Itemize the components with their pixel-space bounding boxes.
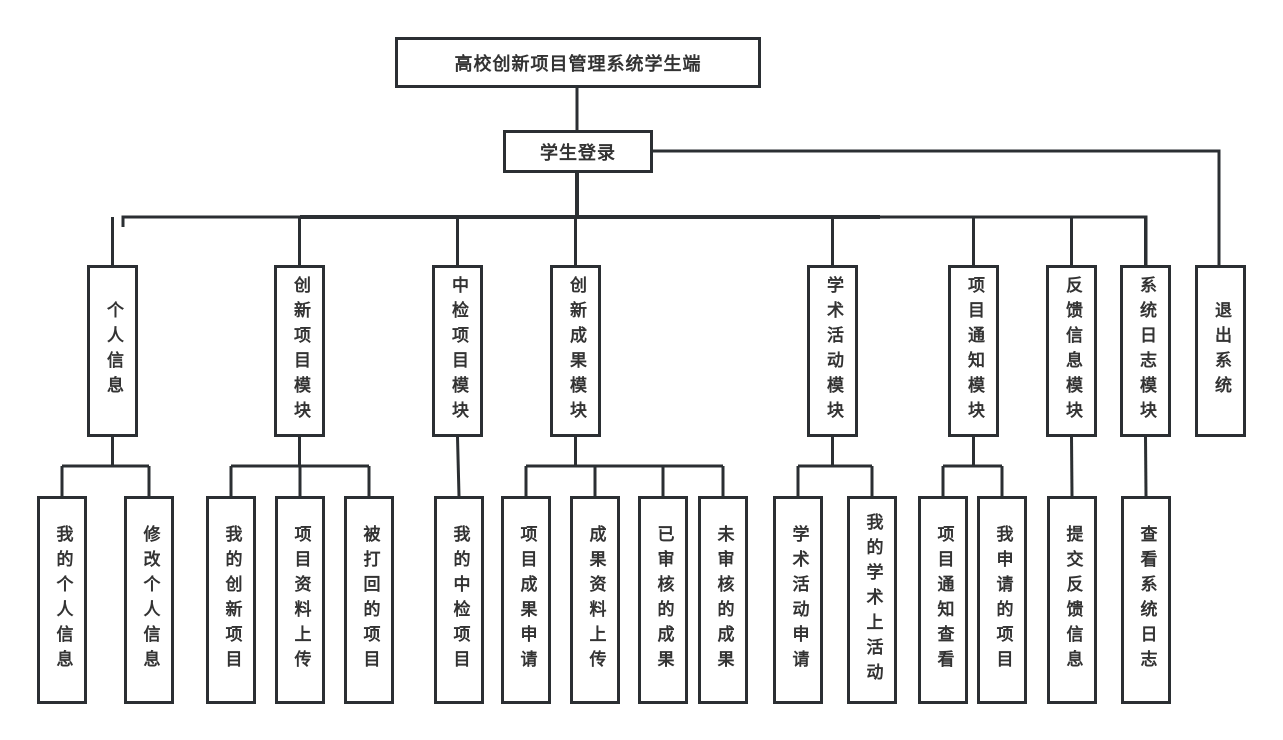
submodule-feedback-0-label: 提交反馈信息 bbox=[1062, 525, 1083, 675]
submodule-innovation-results-0-label: 项目成果申请 bbox=[516, 525, 537, 675]
module-academic-activity: 学术活动模块 bbox=[807, 265, 858, 437]
submodule-personal-info-0: 我的个人信息 bbox=[37, 496, 87, 704]
submodule-academic-activity-1-label: 我的学术上活动 bbox=[862, 512, 883, 688]
submodule-academic-activity-0-label: 学术活动申请 bbox=[788, 525, 809, 675]
login-node-label: 学生登录 bbox=[540, 142, 616, 164]
module-innovation-project: 创新项目模块 bbox=[274, 265, 325, 437]
module-innovation-project-label: 创新项目模块 bbox=[290, 276, 310, 426]
submodule-academic-activity-1: 我的学术上活动 bbox=[847, 496, 897, 704]
submodule-academic-activity-0: 学术活动申请 bbox=[773, 496, 823, 704]
submodule-personal-info-1: 修改个人信息 bbox=[124, 496, 174, 704]
module-personal-info-label: 个人信息 bbox=[103, 301, 123, 401]
submodule-project-notice-0-label: 项目通知查看 bbox=[933, 525, 954, 675]
root-node-label: 高校创新项目管理系统学生端 bbox=[454, 53, 702, 75]
module-midterm-check-label: 中检项目模块 bbox=[448, 276, 468, 426]
submodule-innovation-project-1: 项目资料上传 bbox=[275, 496, 325, 704]
submodule-project-notice-0: 项目通知查看 bbox=[918, 496, 968, 704]
module-feedback-label: 反馈信息模块 bbox=[1062, 276, 1082, 426]
login-logout-connector bbox=[653, 149, 1221, 265]
submodule-project-notice-1: 我申请的项目 bbox=[977, 496, 1027, 704]
submodule-innovation-results-1-label: 成果资料上传 bbox=[585, 525, 606, 675]
submodule-innovation-project-1-label: 项目资料上传 bbox=[290, 525, 311, 675]
module-feedback: 反馈信息模块 bbox=[1046, 265, 1097, 437]
connector-feedback-child bbox=[1070, 436, 1074, 497]
submodule-personal-info-0-label: 我的个人信息 bbox=[52, 525, 73, 675]
module-academic-activity-label: 学术活动模块 bbox=[823, 276, 843, 426]
submodule-feedback-0: 提交反馈信息 bbox=[1047, 496, 1097, 704]
submodule-innovation-results-1: 成果资料上传 bbox=[570, 496, 620, 704]
module-bus bbox=[121, 215, 1148, 265]
submodule-personal-info-1-label: 修改个人信息 bbox=[139, 525, 160, 675]
connector-midterm-check-child bbox=[456, 436, 461, 497]
module-innovation-results-label: 创新成果模块 bbox=[566, 276, 586, 426]
submodule-innovation-results-3: 未审核的成果 bbox=[698, 496, 748, 704]
module-system-log: 系统日志模块 bbox=[1120, 265, 1171, 437]
submodule-innovation-results-0: 项目成果申请 bbox=[501, 496, 551, 704]
module-project-notice: 项目通知模块 bbox=[948, 265, 999, 437]
submodule-innovation-project-0: 我的创新项目 bbox=[206, 496, 256, 704]
submodule-innovation-project-2-label: 被打回的项目 bbox=[359, 525, 380, 675]
connector-system-log-child bbox=[1144, 436, 1148, 497]
logout-node-label: 退出系统 bbox=[1211, 301, 1231, 401]
root-node: 高校创新项目管理系统学生端 bbox=[395, 37, 761, 88]
submodule-project-notice-1-label: 我申请的项目 bbox=[992, 525, 1013, 675]
submodule-system-log-0: 查看系统日志 bbox=[1121, 496, 1171, 704]
submodule-system-log-0-label: 查看系统日志 bbox=[1136, 525, 1157, 675]
logout-node: 退出系统 bbox=[1195, 265, 1246, 437]
module-personal-info: 个人信息 bbox=[87, 265, 138, 437]
module-midterm-check: 中检项目模块 bbox=[432, 265, 483, 437]
submodule-innovation-results-2: 已审核的成果 bbox=[638, 496, 688, 704]
submodule-innovation-project-2: 被打回的项目 bbox=[344, 496, 394, 704]
submodule-innovation-results-3-label: 未审核的成果 bbox=[713, 525, 734, 675]
module-system-log-label: 系统日志模块 bbox=[1136, 276, 1156, 426]
module-project-notice-label: 项目通知模块 bbox=[964, 276, 984, 426]
submodule-innovation-results-2-label: 已审核的成果 bbox=[653, 525, 674, 675]
module-innovation-results: 创新成果模块 bbox=[550, 265, 601, 437]
submodule-midterm-check-0: 我的中检项目 bbox=[434, 496, 484, 704]
submodule-midterm-check-0-label: 我的中检项目 bbox=[449, 525, 470, 675]
submodule-innovation-project-0-label: 我的创新项目 bbox=[221, 525, 242, 675]
login-node: 学生登录 bbox=[503, 130, 653, 173]
